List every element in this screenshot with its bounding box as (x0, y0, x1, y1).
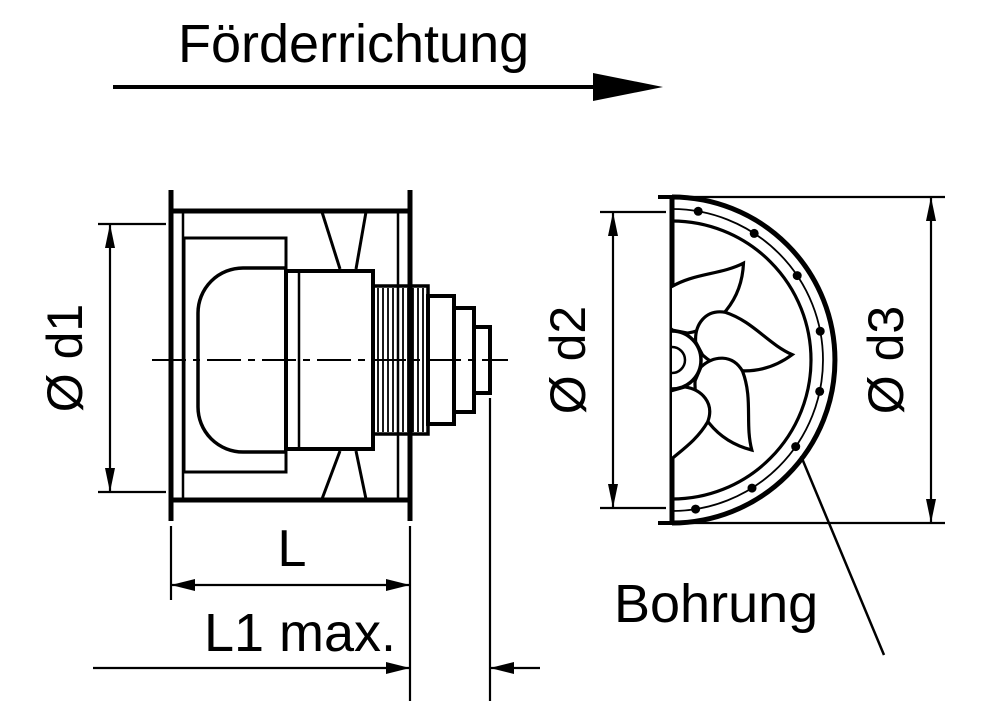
fan-side-view (152, 190, 508, 521)
direction-arrowhead (593, 73, 663, 101)
dim-label-L: L (278, 520, 307, 578)
outer-rim-arc (671, 194, 838, 526)
bore-leader-line (799, 455, 886, 656)
dim-d3 (678, 195, 945, 525)
impeller-hub (671, 329, 703, 391)
inner-rim-arc (671, 219, 813, 501)
dim-d1 (98, 222, 166, 494)
dim-L1-max (93, 398, 540, 701)
bore-label: Bohrung (614, 574, 818, 634)
impeller-blades (672, 260, 796, 482)
motor-struts (320, 211, 368, 500)
dim-L (169, 526, 412, 701)
dim-label-d1: Ø d1 (37, 304, 93, 412)
bolt-holes (691, 206, 825, 514)
fan-front-view (658, 194, 838, 526)
impeller-hub-inner (671, 345, 687, 375)
bolt-circle-arc (671, 208, 824, 512)
dim-label-d3: Ø d3 (858, 306, 914, 414)
dim-label-L1-max: L1 max. (204, 603, 396, 663)
dim-label-d2: Ø d2 (540, 306, 596, 414)
direction-label: Förderrichtung (178, 14, 529, 74)
dim-d2 (600, 210, 666, 510)
direction-arrow (113, 73, 663, 101)
